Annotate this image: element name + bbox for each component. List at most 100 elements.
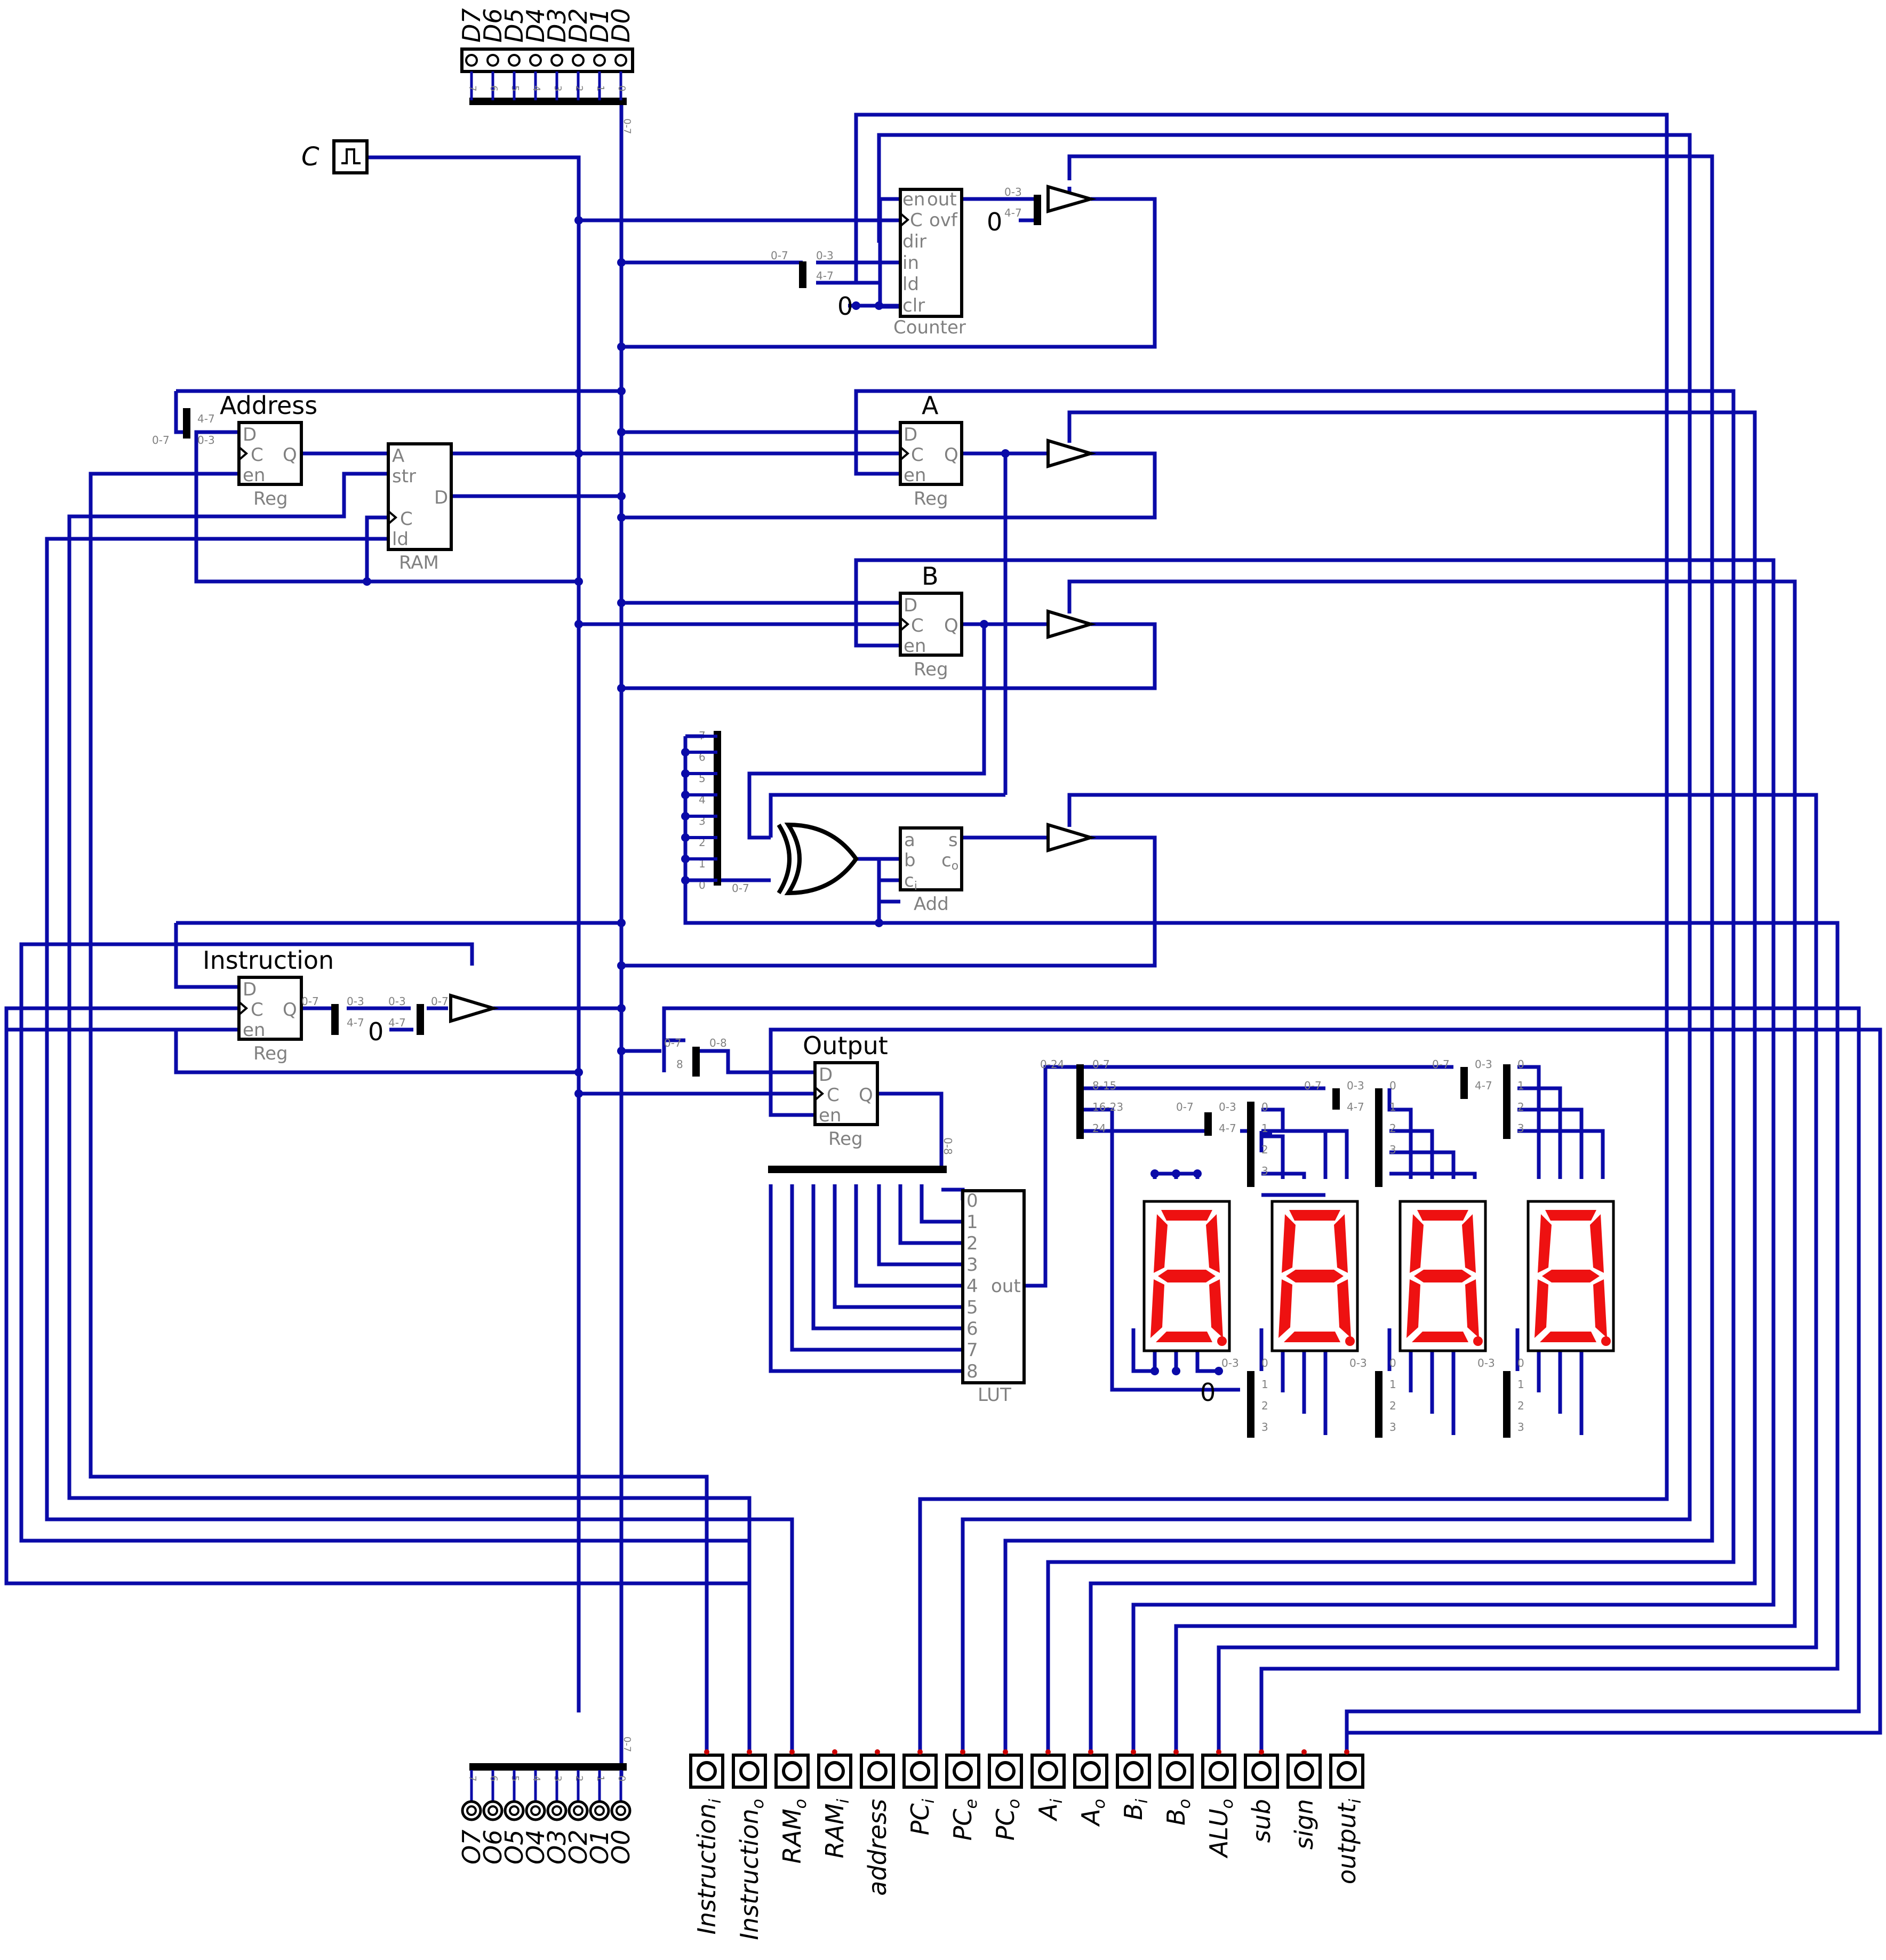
din-bit-4: 4 <box>531 85 542 91</box>
control-label: address <box>863 1799 892 1896</box>
control-input-pco[interactable]: PCo <box>988 1749 1024 1841</box>
counter-pin-in: in <box>902 252 919 274</box>
reg-a-name: Reg <box>914 488 948 509</box>
xor-gate <box>777 822 859 896</box>
din-label-0: D0 <box>606 8 635 43</box>
dout-bit-6: 6 <box>488 1775 499 1781</box>
reg-b-pin-en: en <box>904 635 926 657</box>
outreg-pin-q: Q <box>859 1085 873 1106</box>
counter-name: Counter <box>893 317 966 338</box>
reg-a-pin-q: Q <box>944 444 958 466</box>
reg-a-tristate <box>1046 438 1097 469</box>
data-input-pin[interactable] <box>465 54 478 67</box>
din-bit-1: 1 <box>595 85 606 91</box>
d2-bit-3: 3 <box>1261 1165 1268 1177</box>
d4-split-lo: 0-3 <box>1475 1058 1492 1071</box>
ins-split1-lo: 0-3 <box>347 995 364 1008</box>
reg-a-title: A <box>922 391 939 420</box>
din-bit-7: 7 <box>467 85 478 91</box>
lut-in-7: 7 <box>966 1340 978 1361</box>
dout-bit-3: 3 <box>552 1775 563 1781</box>
data-input-pin[interactable] <box>529 54 542 67</box>
data-input-pin[interactable] <box>508 54 521 67</box>
control-input-bo[interactable]: Bo <box>1158 1749 1194 1826</box>
adder <box>899 826 963 891</box>
control-input-ramo[interactable]: RAMo <box>774 1749 810 1863</box>
instruction-title: Instruction <box>203 946 334 975</box>
din-label-1: D1 <box>585 8 614 43</box>
d2-low-bit-2: 2 <box>1261 1399 1268 1412</box>
d3-low-bit-0: 0 <box>1389 1357 1396 1369</box>
data-input-pin[interactable] <box>614 54 627 67</box>
d2-low-range: 0-3 <box>1221 1357 1239 1369</box>
disp-split-0-7: 0-7 <box>1092 1058 1110 1071</box>
address-title: Address <box>220 391 317 420</box>
ram-name: RAM <box>399 552 439 573</box>
din-label-3: D3 <box>542 8 571 43</box>
control-input-bi[interactable]: Bi <box>1116 1749 1152 1820</box>
dout-bit-5: 5 <box>509 1775 521 1781</box>
ram-pin-c: C <box>400 508 413 530</box>
control-input-aluo[interactable]: ALUo <box>1201 1749 1237 1859</box>
lut-split-range: 0-8 <box>941 1137 954 1155</box>
dout-label-6: O6 <box>478 1830 507 1865</box>
ins-split1-range: 0-7 <box>301 995 319 1008</box>
control-input-pci[interactable]: PCi <box>902 1749 938 1835</box>
addr-pin-d: D <box>243 424 257 445</box>
control-label: PCe <box>948 1799 981 1841</box>
dout-label-1: O1 <box>585 1830 614 1865</box>
out-split-bit8: 8 <box>676 1058 683 1071</box>
dout-bit-7: 7 <box>467 1775 478 1781</box>
data-input-pin[interactable] <box>593 54 606 67</box>
counter-pin-ovf: ovf <box>929 210 958 231</box>
d2-low-bit-1: 1 <box>1261 1378 1268 1391</box>
control-input-instructioni[interactable]: Instructioni <box>689 1749 725 1935</box>
lut-name: LUT <box>978 1384 1011 1406</box>
lut-in-3: 3 <box>966 1254 978 1276</box>
reg-a-pin-d: D <box>904 424 917 445</box>
d4-bit-3: 3 <box>1517 1122 1524 1135</box>
din-bus-range: 0-7 <box>621 118 633 134</box>
disp-split-16-23: 16-23 <box>1092 1101 1123 1113</box>
addr-split-lo: 0-3 <box>197 434 215 447</box>
data-input-pin[interactable] <box>550 54 563 67</box>
data-input-pin[interactable] <box>572 54 585 67</box>
d3-bit-0: 0 <box>1389 1079 1396 1092</box>
d3-split-lo: 0-3 <box>1347 1079 1364 1092</box>
ram-pin-ld: ld <box>392 529 409 550</box>
d4-bit-1: 1 <box>1517 1079 1524 1092</box>
lut-dp-const: 0 <box>1200 1378 1216 1407</box>
ins-split2-range: 0-7 <box>431 995 449 1008</box>
ins-pin-d: D <box>243 979 257 1000</box>
din-label-4: D4 <box>521 8 550 43</box>
ram-pin-str: str <box>392 466 416 487</box>
control-input-sub[interactable]: sub <box>1244 1749 1279 1843</box>
din-label-6: D6 <box>478 8 507 43</box>
data-input-pins[interactable] <box>460 47 634 105</box>
control-input-pce[interactable]: PCe <box>945 1749 981 1841</box>
din-label-7: D7 <box>457 8 486 43</box>
control-input-sign[interactable]: sign <box>1286 1749 1322 1850</box>
reg-b-tristate <box>1046 609 1097 640</box>
counter-pin-c: C <box>910 210 923 231</box>
ins-split2-hi: 4-7 <box>388 1016 406 1029</box>
output-title: Output <box>803 1031 888 1060</box>
control-input-ai[interactable]: Ai <box>1030 1749 1066 1822</box>
control-input-outputi[interactable]: outputi <box>1329 1749 1365 1884</box>
control-input-instructiono[interactable]: Instructiono <box>732 1749 768 1940</box>
addr-pin-en: en <box>243 465 265 486</box>
control-label: Ai <box>1034 1798 1066 1821</box>
lut-in-1: 1 <box>966 1212 978 1233</box>
register-b <box>899 592 963 657</box>
control-input-address[interactable]: address <box>860 1749 895 1896</box>
ins-split2-lo: 0-3 <box>388 995 406 1008</box>
control-input-ao[interactable]: Ao <box>1073 1749 1109 1827</box>
ins-pin-q: Q <box>283 999 297 1021</box>
control-input-rami[interactable]: RAMi <box>817 1749 853 1858</box>
reg-b-pin-d: D <box>904 595 917 616</box>
data-input-pin[interactable] <box>486 54 499 67</box>
clock-source[interactable] <box>332 139 369 174</box>
control-label: Instructioni <box>692 1798 725 1934</box>
ins-hi-const: 0 <box>368 1017 383 1046</box>
lut-in-8: 8 <box>966 1361 978 1382</box>
